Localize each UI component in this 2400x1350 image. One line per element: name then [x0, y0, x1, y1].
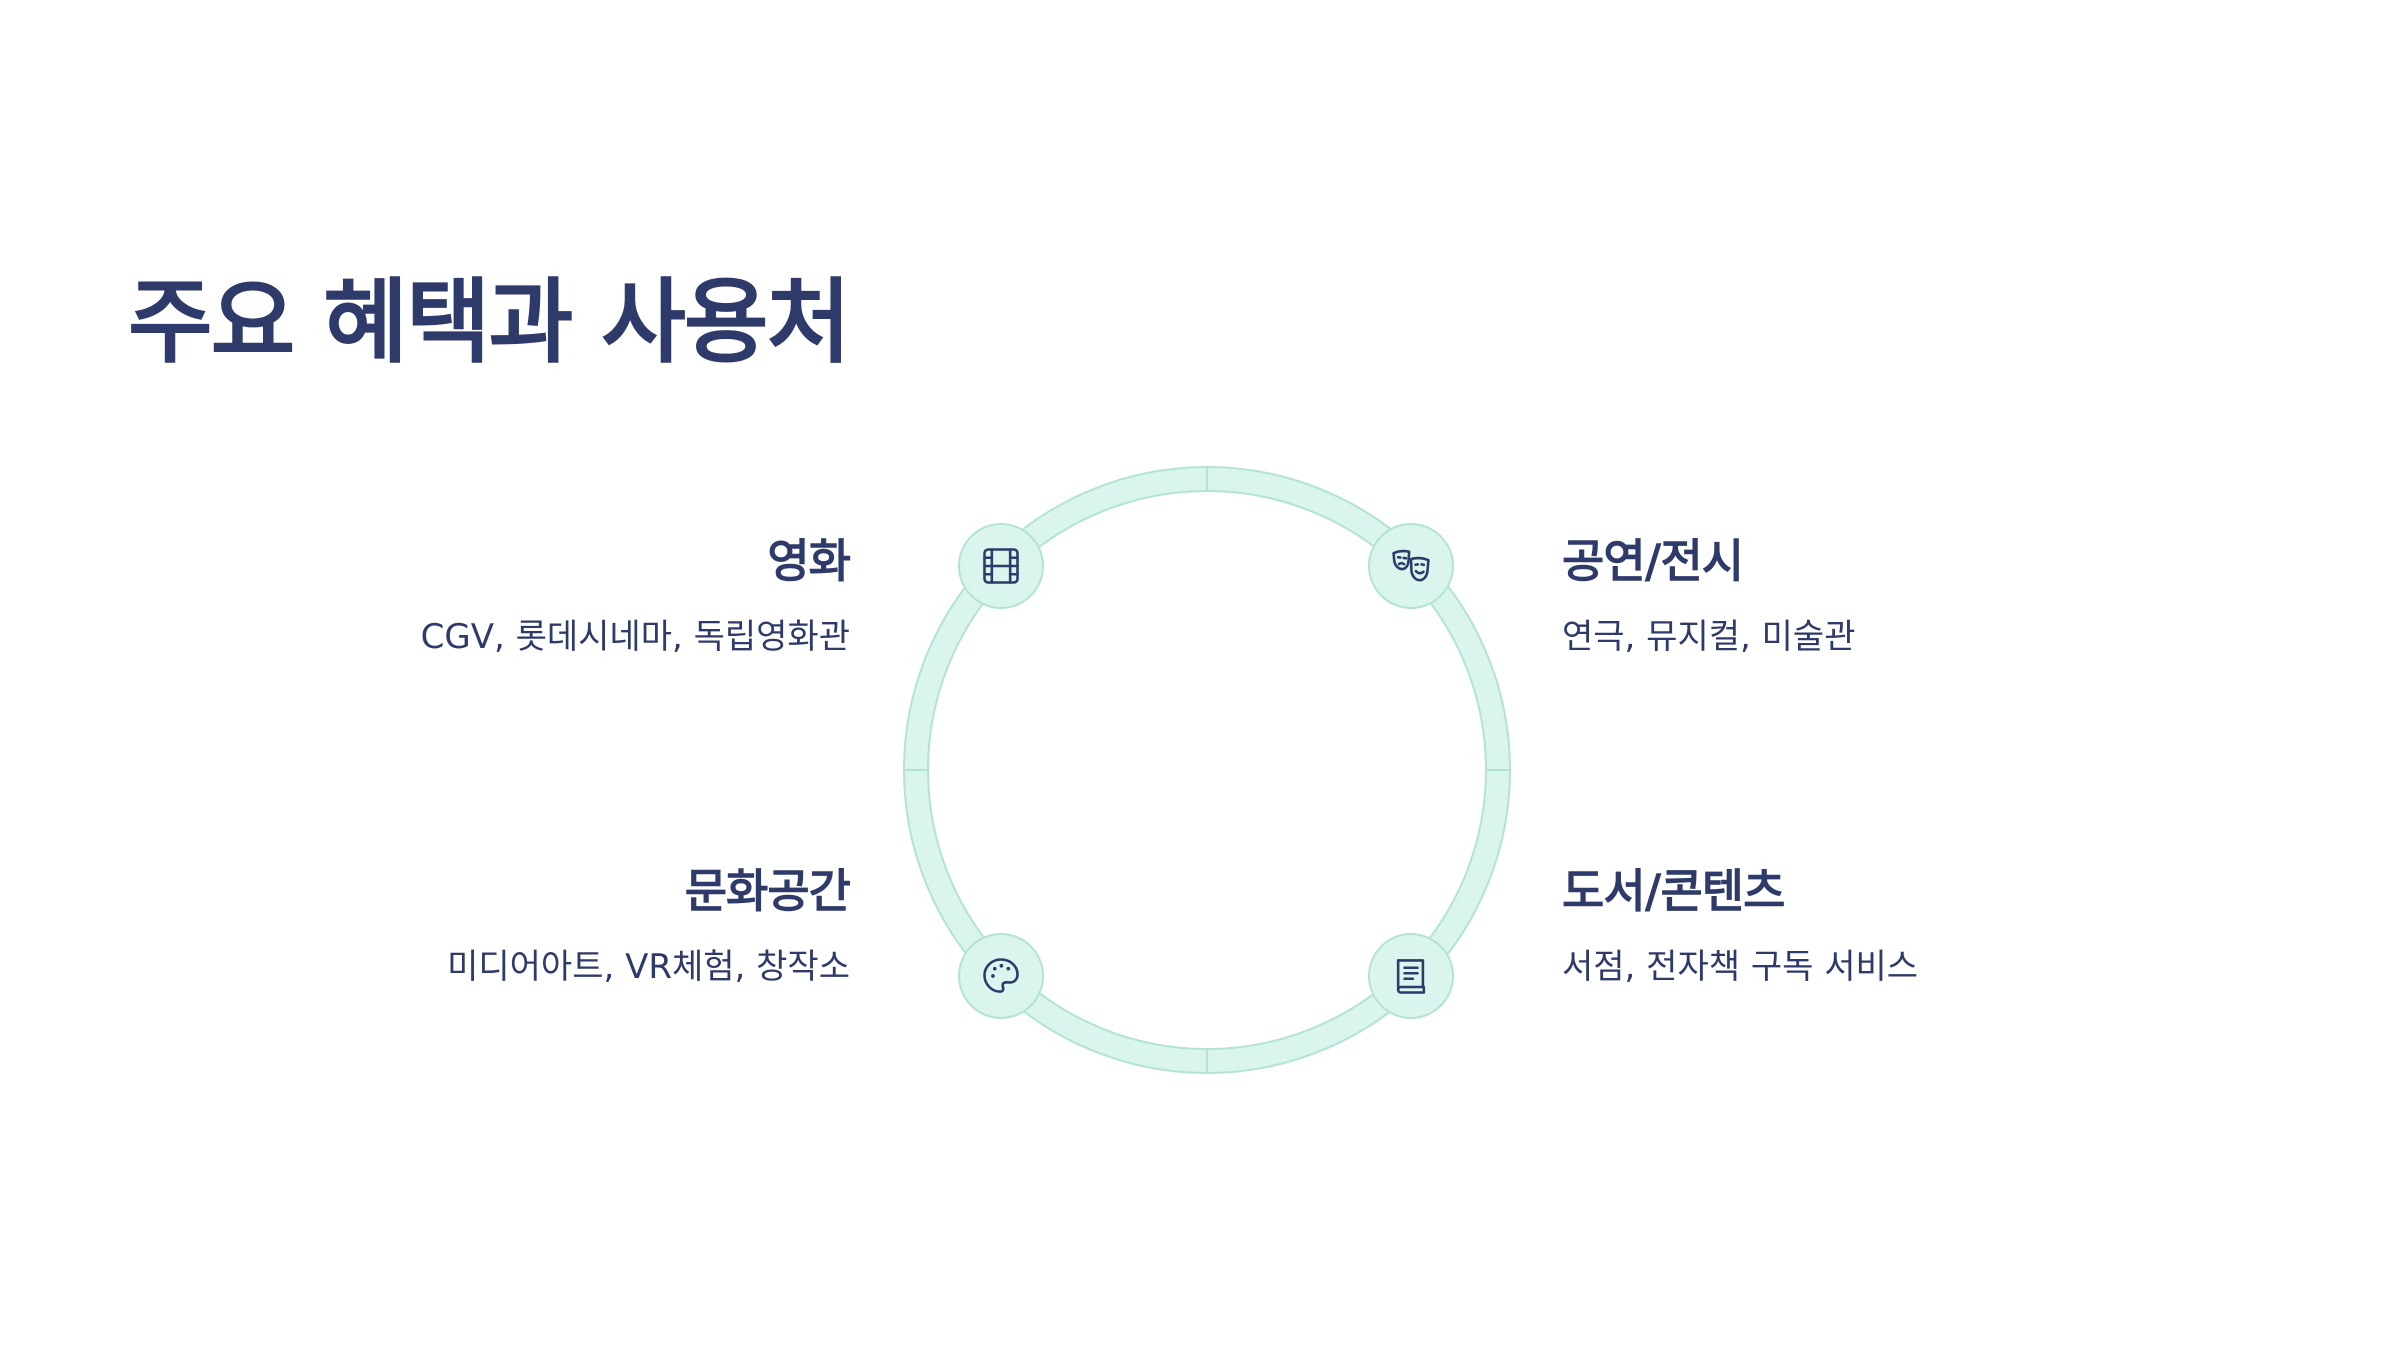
- item-title: 공연/전시: [1562, 534, 1744, 588]
- item-description: 연극, 뮤지컬, 미술관: [1562, 617, 1856, 658]
- item-title: 영화: [767, 534, 851, 588]
- item-title: 문화공간: [684, 864, 851, 918]
- book-icon-badge: [1368, 933, 1454, 1019]
- film-icon: [983, 548, 1019, 584]
- benefit-item-movie: 영화 CGV, 롯데시네마, 독립영화관: [290, 534, 851, 658]
- benefit-item-performance: 공연/전시 연극, 뮤지컬, 미술관: [1562, 534, 2122, 658]
- book-icon: [1396, 959, 1426, 994]
- item-description: CGV, 롯데시네마, 독립영화관: [420, 617, 850, 658]
- item-description: 서점, 전자책 구독 서비스: [1562, 947, 1919, 988]
- theater-masks-icon: [1392, 549, 1430, 582]
- item-description: 미디어아트, VR체험, 창작소: [447, 947, 850, 988]
- benefit-item-culture-space: 문화공간 미디어아트, VR체험, 창작소: [290, 864, 851, 988]
- theater-masks-icon-badge: [1368, 523, 1454, 609]
- benefit-item-books: 도서/콘텐츠 서점, 전자책 구독 서비스: [1562, 864, 2122, 988]
- item-title: 도서/콘텐츠: [1562, 864, 1785, 918]
- palette-icon: [983, 958, 1019, 993]
- page-title: 주요 혜택과 사용처: [128, 269, 851, 376]
- film-icon-badge: [958, 523, 1044, 609]
- palette-icon-badge: [958, 933, 1044, 1019]
